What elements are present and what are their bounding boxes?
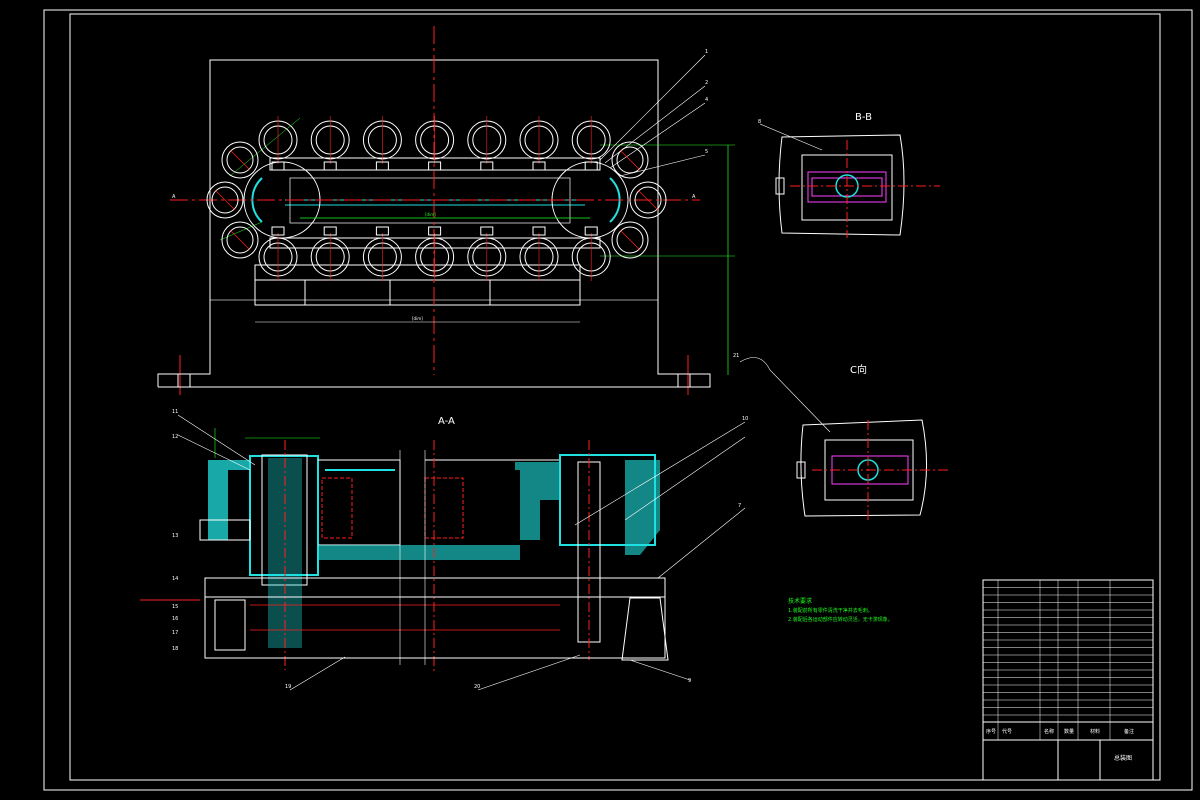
balloon-label: 14 [172, 576, 178, 582]
parts-header-code: 代号 [1002, 728, 1012, 735]
parts-list-rows [983, 579, 1153, 740]
section-aa-title: A-A [438, 416, 455, 427]
balloon-label: 20 [474, 684, 480, 690]
balloon-label: 4 [705, 97, 708, 103]
tech-req-line-1: 1.装配前所有零件清洗干净并去毛刺。 [788, 607, 873, 614]
chain-roller [415, 226, 455, 281]
chain-roller [519, 226, 559, 281]
title-block: 序号 代号 名称 数量 材料 备注 总装图 [982, 579, 1154, 781]
svg-text:A: A [172, 194, 176, 200]
balloon-label: 18 [172, 646, 178, 652]
tech-req-line-2: 2.装配后各运动部件应转动灵活，无卡滞现象。 [788, 616, 893, 623]
balloon-label: 13 [172, 533, 178, 539]
parts-header-name: 名称 [1044, 728, 1054, 735]
outer-frame [43, 9, 1193, 791]
balloon-label: 15 [172, 604, 178, 610]
chain-roller [362, 116, 402, 171]
balloon-label: 10 [742, 416, 748, 422]
svg-text:[dim]: [dim] [412, 316, 423, 321]
parts-header-qty: 数量 [1064, 728, 1074, 735]
balloon-label: 2 [705, 80, 708, 86]
svg-text:[dim]: [dim] [425, 212, 436, 217]
tech-req-title: 技术要求 [788, 597, 812, 605]
chain-roller [467, 116, 507, 171]
balloon-label: 9 [688, 678, 691, 684]
svg-text:A: A [692, 194, 696, 200]
parts-header-seq: 序号 [986, 728, 996, 735]
chain-roller [571, 116, 611, 171]
balloon-label: 17 [172, 630, 178, 636]
chain-roller [415, 116, 455, 171]
inner-frame [69, 13, 1161, 781]
bottom-rollers [258, 226, 611, 281]
balloon-label: 16 [172, 616, 178, 622]
side-roller [221, 221, 259, 259]
section-aa-view [140, 414, 746, 691]
balloon-label: 8 [758, 119, 761, 125]
balloon-label: 19 [285, 684, 291, 690]
side-roller [206, 181, 244, 219]
chain-roller [310, 116, 350, 171]
chain-roller [310, 226, 350, 281]
balloon-label: 1 [705, 49, 708, 55]
side-roller [629, 181, 667, 219]
balloon-labels: 1 2 4 5 8 7 9 10 11 12 13 14 15 16 17 18… [172, 49, 761, 690]
side-roller [611, 221, 649, 259]
section-bb-view [759, 123, 940, 238]
balloon-label: 11 [172, 409, 178, 415]
chain-roller [467, 226, 507, 281]
drawing-name: 总装图 [1114, 754, 1132, 762]
side-roller [611, 141, 649, 179]
view-c-title: C向 [850, 363, 867, 376]
chain-roller [519, 116, 559, 171]
section-bb-title: B-B [855, 112, 872, 123]
side-roller [221, 141, 259, 179]
balloon-label: 12 [172, 434, 178, 440]
chain-roller [258, 226, 298, 281]
view-c [739, 357, 950, 522]
balloon-label: 5 [705, 149, 708, 155]
front-view: [dim] [dim] A A [157, 26, 735, 395]
chain-roller [362, 226, 402, 281]
balloon-label: 7 [738, 503, 741, 509]
technical-requirements: 技术要求 1.装配前所有零件清洗干净并去毛刺。 2.装配后各运动部件应转动灵活，… [788, 597, 893, 623]
balloon-label: 21 [733, 353, 739, 359]
parts-header-note: 备注 [1124, 728, 1134, 735]
chain-roller [258, 116, 298, 171]
parts-header-material: 材料 [1090, 728, 1100, 735]
top-rollers [206, 116, 667, 259]
chain-roller [571, 226, 611, 281]
